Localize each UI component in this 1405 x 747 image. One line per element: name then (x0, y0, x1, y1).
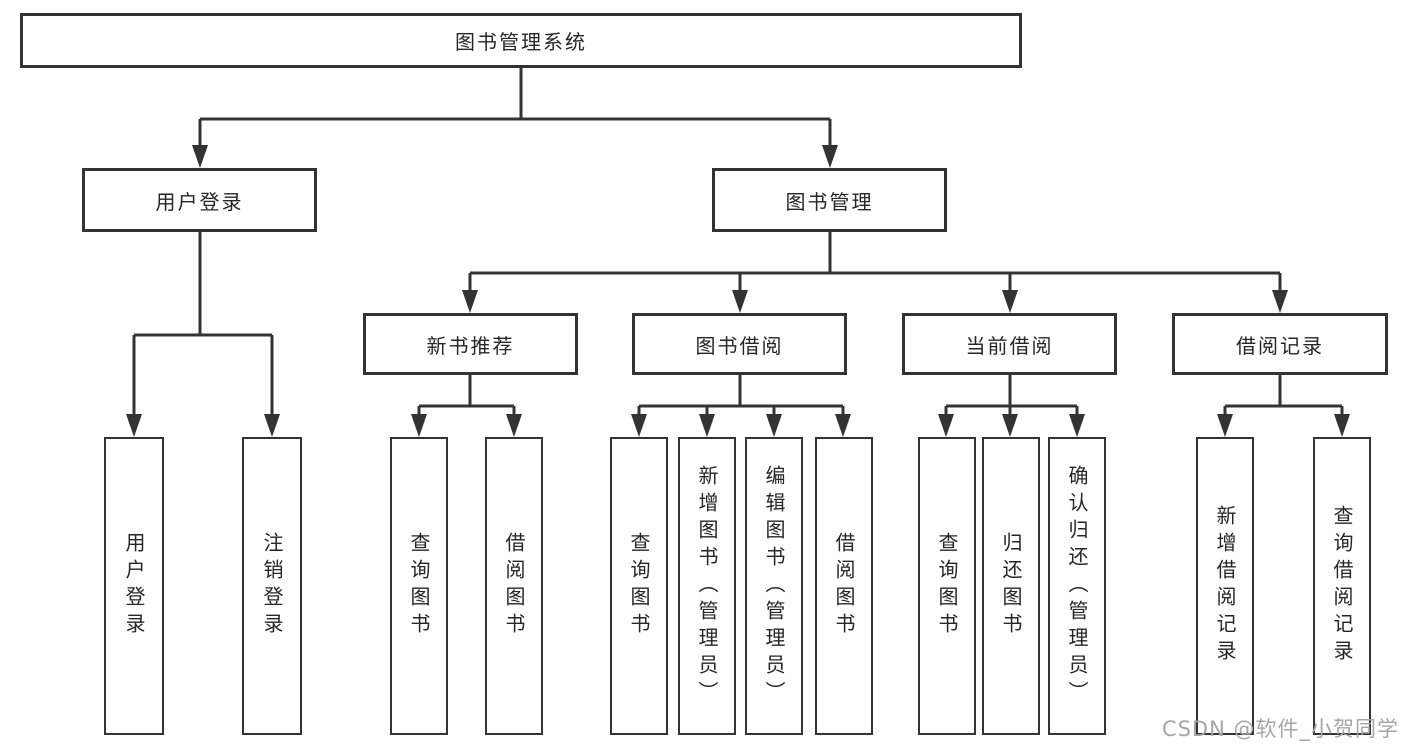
node-new-book-recommend: 新书推荐 (363, 313, 578, 375)
node-user-login: 用户登录 (82, 168, 317, 232)
vnode-label: 归还图书 (999, 532, 1023, 640)
node-book-management: 图书管理 (712, 168, 947, 232)
vnode-label: 用户登录 (122, 532, 146, 640)
connector-book-borrow (631, 375, 851, 437)
csdn-watermark: CSDN @软件_小贺同学 (1161, 717, 1399, 741)
connector-root (192, 68, 838, 168)
vnode-label: 借阅图书 (502, 532, 526, 640)
vnode-label: 注销登录 (260, 532, 284, 640)
node-query-borrow-record: 查询借阅记录 (1313, 437, 1371, 735)
vnode-label: 查询图书 (627, 532, 651, 640)
vnode-label: 新增借阅记录 (1213, 505, 1237, 667)
node-book-borrow: 图书借阅 (632, 313, 847, 375)
node-add-borrow-record: 新增借阅记录 (1196, 437, 1254, 735)
vnode-label: 编辑图书（管理员） (762, 464, 786, 708)
connector-user-login (126, 232, 280, 437)
node-confirm-return-admin: 确认归还（管理员） (1048, 437, 1106, 735)
vnode-label: 查询图书 (407, 532, 431, 640)
connector-new-book (411, 375, 522, 437)
vnode-label: 借阅图书 (832, 532, 856, 640)
node-query-books-borrow: 查询图书 (610, 437, 668, 735)
node-query-books-current: 查询图书 (918, 437, 976, 735)
node-current-borrow: 当前借阅 (902, 313, 1117, 375)
connector-book-management (462, 232, 1288, 313)
vnode-label: 新增图书（管理员） (695, 464, 719, 708)
node-edit-books-admin: 编辑图书（管理员） (745, 437, 803, 735)
node-return-books: 归还图书 (982, 437, 1040, 735)
vnode-label: 查询图书 (935, 532, 959, 640)
node-borrow-books-leaf: 借阅图书 (815, 437, 873, 735)
node-borrow-books-recommend: 借阅图书 (485, 437, 543, 735)
node-root-library-system: 图书管理系统 (20, 13, 1022, 68)
connector-current-borrow (938, 375, 1085, 437)
node-borrow-records: 借阅记录 (1172, 313, 1388, 375)
node-logout-leaf: 注销登录 (242, 437, 302, 735)
vnode-label: 确认归还（管理员） (1065, 464, 1089, 708)
node-user-login-leaf: 用户登录 (104, 437, 164, 735)
node-query-books-recommend: 查询图书 (390, 437, 448, 735)
connector-borrow-records (1217, 375, 1350, 437)
node-add-books-admin: 新增图书（管理员） (678, 437, 736, 735)
vnode-label: 查询借阅记录 (1330, 505, 1354, 667)
